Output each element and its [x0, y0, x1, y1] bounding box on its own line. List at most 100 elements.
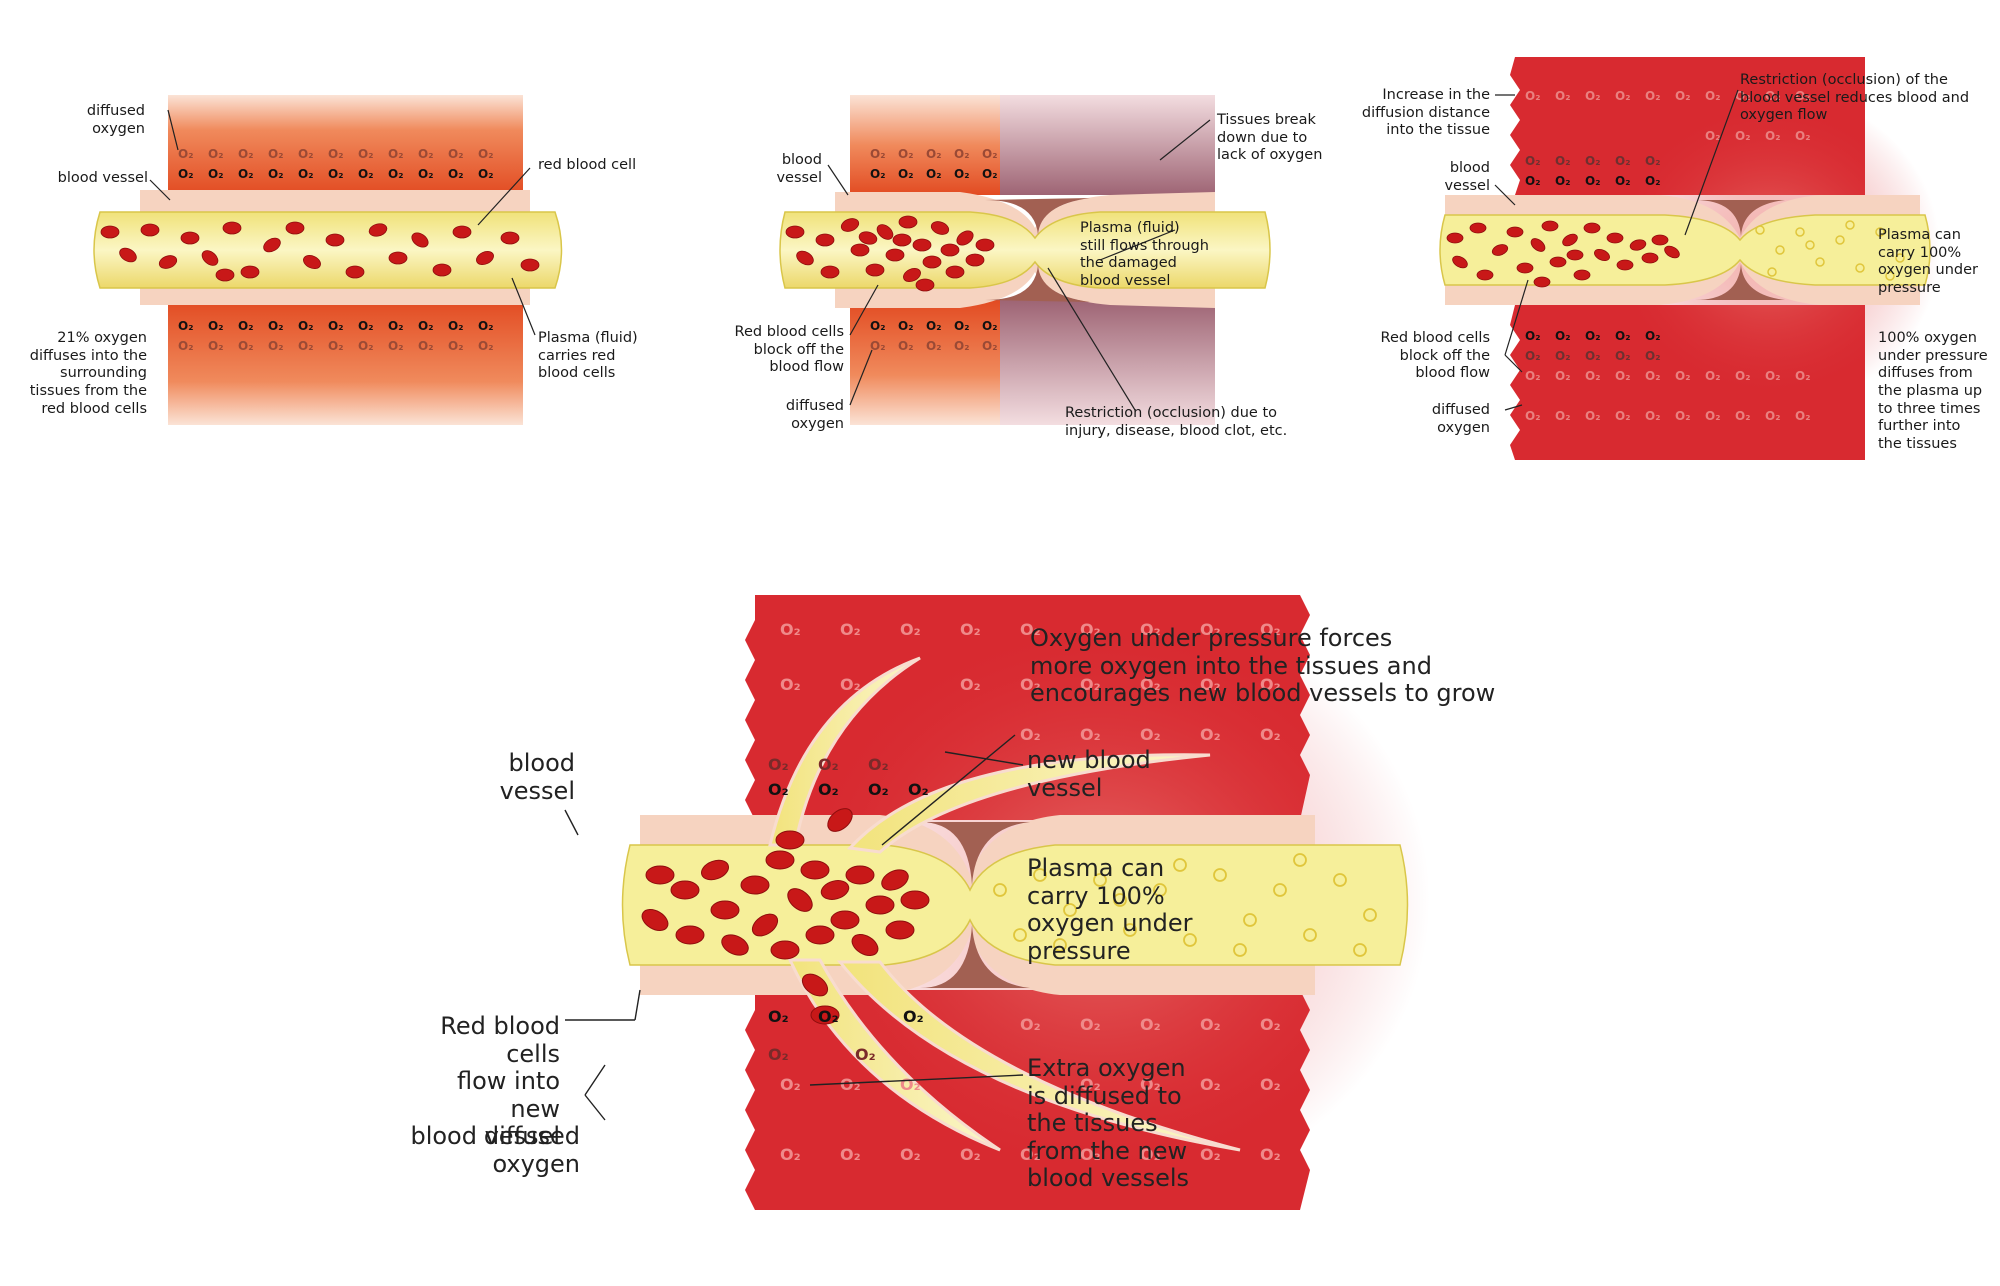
- svg-text:O₂: O₂: [982, 147, 997, 161]
- occlusion-bottom: [1695, 264, 1785, 300]
- svg-text:O₂: O₂: [1645, 89, 1660, 103]
- svg-text:O₂: O₂: [1200, 1015, 1221, 1034]
- svg-text:O₂: O₂: [238, 167, 253, 181]
- svg-text:O₂: O₂: [982, 167, 997, 181]
- svg-text:O₂: O₂: [1735, 89, 1750, 103]
- svg-text:O₂: O₂: [1705, 89, 1720, 103]
- p4-rbc-flow: Red blood cells flow into new blood vess…: [410, 1012, 560, 1151]
- p4-oxygen-forces: Oxygen under pressure forces more oxygen…: [1030, 624, 1496, 708]
- leader-lines: [1494, 89, 1739, 411]
- svg-text:O₂: O₂: [1765, 129, 1780, 143]
- svg-text:O₂: O₂: [448, 167, 463, 181]
- svg-text:O₂: O₂: [1525, 174, 1540, 188]
- svg-text:O₂: O₂: [238, 319, 253, 333]
- svg-text:O₂: O₂: [1555, 329, 1570, 343]
- svg-text:O₂: O₂: [908, 780, 929, 799]
- svg-text:O₂: O₂: [358, 147, 373, 161]
- svg-text:O₂: O₂: [780, 1075, 801, 1094]
- svg-text:O₂: O₂: [1555, 89, 1570, 103]
- svg-text:O₂: O₂: [298, 147, 313, 161]
- svg-text:O₂: O₂: [178, 147, 193, 161]
- svg-text:O₂: O₂: [818, 1007, 839, 1026]
- svg-text:O₂: O₂: [1555, 154, 1570, 168]
- svg-text:O₂: O₂: [1140, 1015, 1161, 1034]
- svg-text:O₂: O₂: [898, 339, 913, 353]
- p4-new-vessel: new blood vessel: [1027, 746, 1151, 802]
- svg-text:O₂: O₂: [1645, 154, 1660, 168]
- svg-text:O₂: O₂: [868, 755, 889, 774]
- svg-text:O₂: O₂: [1645, 409, 1660, 423]
- svg-text:O₂: O₂: [178, 319, 193, 333]
- p3-rbc-block: Red blood cells block off the blood flow: [1380, 330, 1490, 382]
- p1-blood-vessel: blood vessel: [57, 170, 148, 186]
- svg-text:O₂: O₂: [1585, 174, 1600, 188]
- svg-text:O₂: O₂: [1735, 129, 1750, 143]
- svg-text:O₂: O₂: [768, 780, 789, 799]
- svg-text:O₂: O₂: [1615, 369, 1630, 383]
- svg-text:O₂: O₂: [818, 780, 839, 799]
- svg-text:O₂: O₂: [1080, 725, 1101, 744]
- svg-text:O₂: O₂: [900, 1075, 921, 1094]
- p2-plasma-flows: Plasma (fluid) still flows through the d…: [1080, 220, 1209, 290]
- svg-text:O₂: O₂: [1020, 725, 1041, 744]
- svg-text:O₂: O₂: [926, 339, 941, 353]
- svg-text:O₂: O₂: [298, 167, 313, 181]
- svg-text:O₂: O₂: [358, 339, 373, 353]
- svg-text:O₂: O₂: [328, 147, 343, 161]
- svg-text:O₂: O₂: [268, 319, 283, 333]
- svg-text:O₂: O₂: [1260, 725, 1281, 744]
- o2-molecules: O₂ O₂ O₂ O₂ O₂ O₂ O₂ O₂ O₂ O₂ O₂ O₂ O₂ O₂ O₂ O₂ O₂ O₂ O₂…: [1525, 89, 1810, 423]
- new-vessel-upper-left: [768, 656, 921, 847]
- svg-text:O₂: O₂: [478, 319, 493, 333]
- svg-text:O₂: O₂: [960, 1145, 981, 1164]
- p2-diffused-oxygen: diffused oxygen: [785, 398, 844, 432]
- svg-text:O₂: O₂: [768, 1045, 789, 1064]
- svg-text:O₂: O₂: [1765, 409, 1780, 423]
- svg-text:O₂: O₂: [298, 339, 313, 353]
- svg-text:O₂: O₂: [1645, 349, 1660, 363]
- svg-text:O₂: O₂: [840, 1145, 861, 1164]
- svg-text:O₂: O₂: [1675, 89, 1690, 103]
- tissue-bottom: [168, 300, 523, 425]
- svg-text:O₂: O₂: [1675, 369, 1690, 383]
- red-blood-cells: [100, 221, 540, 282]
- svg-text:O₂: O₂: [208, 167, 223, 181]
- svg-text:O₂: O₂: [298, 319, 313, 333]
- svg-text:O₂: O₂: [1140, 675, 1161, 694]
- svg-text:O₂: O₂: [1260, 620, 1281, 639]
- svg-text:O₂: O₂: [898, 167, 913, 181]
- tissue-bottom: [850, 300, 1000, 425]
- svg-text:O₂: O₂: [328, 319, 343, 333]
- svg-text:O₂: O₂: [1585, 154, 1600, 168]
- new-vessel-lower-left: [787, 958, 1001, 1152]
- p3-increase-distance: Increase in the diffusion distance into …: [1361, 87, 1490, 139]
- svg-text:O₂: O₂: [1260, 675, 1281, 694]
- svg-text:O₂: O₂: [926, 147, 941, 161]
- leader-lines: [149, 109, 536, 336]
- svg-text:O₂: O₂: [1735, 409, 1750, 423]
- svg-text:O₂: O₂: [418, 147, 433, 161]
- svg-text:O₂: O₂: [448, 147, 463, 161]
- svg-text:O₂: O₂: [1525, 409, 1540, 423]
- svg-text:O₂: O₂: [268, 339, 283, 353]
- svg-text:O₂: O₂: [1525, 329, 1540, 343]
- plasma-o2-bubbles: [1755, 220, 1905, 281]
- svg-text:O₂: O₂: [926, 167, 941, 181]
- svg-text:O₂: O₂: [388, 339, 403, 353]
- panel1-illustration: O₂ O₂ O₂ O₂ O₂ O₂ O₂ O₂ O₂ O₂ O₂ O₂ O₂ O₂ O₂ O₂ O₂ O₂ O₂ O…: [93, 95, 563, 425]
- svg-text:O₂: O₂: [768, 755, 789, 774]
- svg-text:O₂: O₂: [1555, 174, 1570, 188]
- svg-text:O₂: O₂: [898, 147, 913, 161]
- svg-text:O₂: O₂: [1525, 369, 1540, 383]
- svg-text:O₂: O₂: [448, 339, 463, 353]
- svg-text:O₂: O₂: [780, 675, 801, 694]
- svg-text:O₂: O₂: [1525, 89, 1540, 103]
- svg-text:O₂: O₂: [388, 147, 403, 161]
- svg-text:O₂: O₂: [1585, 409, 1600, 423]
- svg-text:O₂: O₂: [208, 147, 223, 161]
- p3-plasma-100: Plasma can carry 100% oxygen under press…: [1878, 227, 1978, 297]
- svg-text:O₂: O₂: [900, 1145, 921, 1164]
- plasma-tube: [93, 211, 563, 289]
- svg-text:O₂: O₂: [1795, 89, 1810, 103]
